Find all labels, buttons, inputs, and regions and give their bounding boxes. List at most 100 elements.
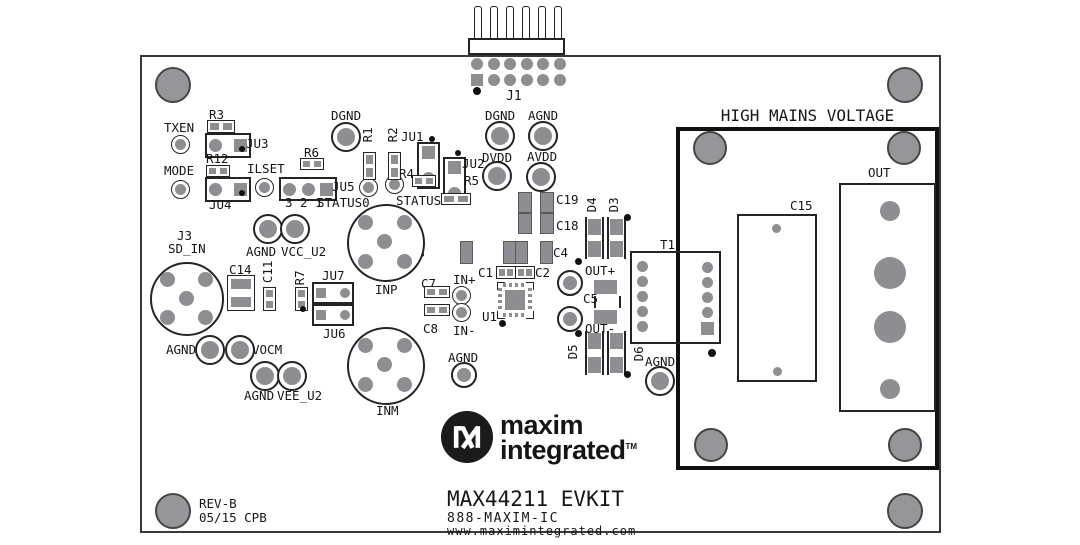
label-out-plus: OUT+ — [585, 263, 616, 278]
label-ju4: JU4 — [209, 197, 232, 212]
label-agnd-top: AGND — [528, 108, 559, 123]
high-mains-warning: HIGH MAINS VOLTAGE — [720, 106, 895, 125]
label-c4: C4 — [553, 245, 569, 260]
cap-c5-body — [594, 296, 621, 308]
ic-u1-body — [505, 290, 525, 310]
u1-corner — [497, 282, 505, 290]
board-title: MAX44211 EVKIT — [447, 487, 625, 511]
resistor-r1 — [363, 152, 376, 180]
ju3-dot — [239, 146, 245, 152]
u1-pins-right — [528, 288, 532, 312]
label-ju7: JU7 — [322, 268, 345, 283]
testpoint-status0 — [359, 178, 378, 197]
label-vocm: VOCM — [252, 342, 283, 357]
label-dgnd-left: DGND — [331, 108, 362, 123]
t1-pad — [702, 307, 713, 318]
label-c1: C1 — [478, 265, 494, 280]
resistor-r5 — [441, 193, 471, 205]
testpoint-dgnd-left — [331, 122, 361, 152]
label-avdd: AVDD — [527, 149, 558, 164]
mounting-hole — [155, 493, 191, 529]
u1-corner — [526, 282, 534, 290]
j1-pad-row — [471, 74, 566, 86]
out-pad — [880, 201, 900, 221]
cap-c5-pad — [594, 310, 617, 324]
resistor-r6 — [300, 158, 324, 170]
logo-tm: TM — [625, 442, 638, 451]
label-j1: J1 — [506, 89, 522, 104]
c15-pad — [773, 367, 782, 376]
testpoint-mode — [171, 180, 190, 199]
cap-c18 — [518, 213, 532, 234]
c15-pad — [772, 224, 781, 233]
label-mode: MODE — [164, 163, 195, 178]
j1-pin — [506, 6, 514, 40]
label-status0: STATUS0 — [317, 195, 370, 210]
logo-line2: integratedTM — [500, 435, 638, 465]
testpoint-ilset — [255, 178, 274, 197]
label-sd-in: SD_IN — [168, 241, 206, 256]
cap-c8 — [424, 304, 450, 316]
u1-pins-left — [498, 288, 502, 312]
t1-pad — [702, 292, 713, 303]
label-ju5: JU5 — [332, 179, 355, 194]
testpoint-in-minus — [452, 303, 471, 322]
cap-c19 — [540, 192, 554, 213]
label-c14: C14 — [229, 262, 252, 277]
label-agnd-t1: AGND — [645, 354, 676, 369]
testpoint-vocm — [225, 335, 255, 365]
mounting-hole — [155, 67, 191, 103]
jumper-ju7 — [312, 282, 354, 304]
t1-pad — [637, 291, 648, 302]
u1-corner — [526, 311, 534, 319]
label-c19: C19 — [556, 192, 579, 207]
rev-label: REV-B — [199, 496, 237, 511]
label-r12: R12 — [206, 151, 229, 166]
j1-header-body — [468, 38, 565, 55]
t1-pad — [637, 306, 648, 317]
sma-j3-sd-in — [150, 262, 224, 336]
sma-inp — [347, 204, 425, 282]
ju2-dot — [455, 150, 461, 156]
label-ju3: JU3 — [246, 136, 269, 151]
label-r1: R1 — [360, 127, 376, 143]
label-r3: R3 — [209, 107, 225, 122]
out-pad — [874, 311, 906, 343]
label-j3: J3 — [177, 228, 193, 243]
u1-pins-bottom — [503, 313, 527, 317]
cap — [515, 241, 528, 264]
j1-pad-row — [471, 58, 566, 70]
label-r2: R2 — [385, 127, 401, 143]
ju1-dot — [429, 136, 435, 142]
t1-pad — [637, 261, 648, 272]
cap-c11 — [263, 287, 276, 311]
testpoint-agnd-vocm — [195, 335, 225, 365]
t1-pad — [702, 277, 713, 288]
j1-pin — [538, 6, 546, 40]
outp-dot — [575, 258, 582, 265]
testpoint-txen — [171, 135, 190, 154]
logo-line1: maxim — [500, 410, 584, 440]
testpoint-dvdd — [482, 161, 512, 191]
label-ju5-pins: 3 2 1 — [285, 195, 323, 210]
diode-d6 — [607, 331, 626, 375]
j1-pin1-dot — [473, 87, 481, 95]
cap-c14 — [227, 275, 255, 311]
sma-inm — [347, 327, 425, 405]
jumper-ju4 — [205, 177, 251, 202]
ju4-dot — [239, 190, 245, 196]
t1-pad-square — [701, 322, 714, 335]
r7-dot — [300, 306, 306, 312]
cap-c3 — [460, 241, 473, 264]
label-c18: C18 — [556, 218, 579, 233]
label-vee-u2: VEE_U2 — [277, 388, 323, 403]
cap-c4 — [540, 241, 553, 264]
testpoint-agnd-t1 — [645, 366, 675, 396]
resistor-r4 — [412, 175, 436, 187]
cap-c2 — [515, 266, 535, 279]
label-agnd-vee: AGND — [244, 388, 275, 403]
diode-d4 — [585, 217, 604, 259]
rev-date: 05/15 CPB — [199, 510, 267, 525]
testpoint-dgnd-right — [485, 121, 515, 151]
